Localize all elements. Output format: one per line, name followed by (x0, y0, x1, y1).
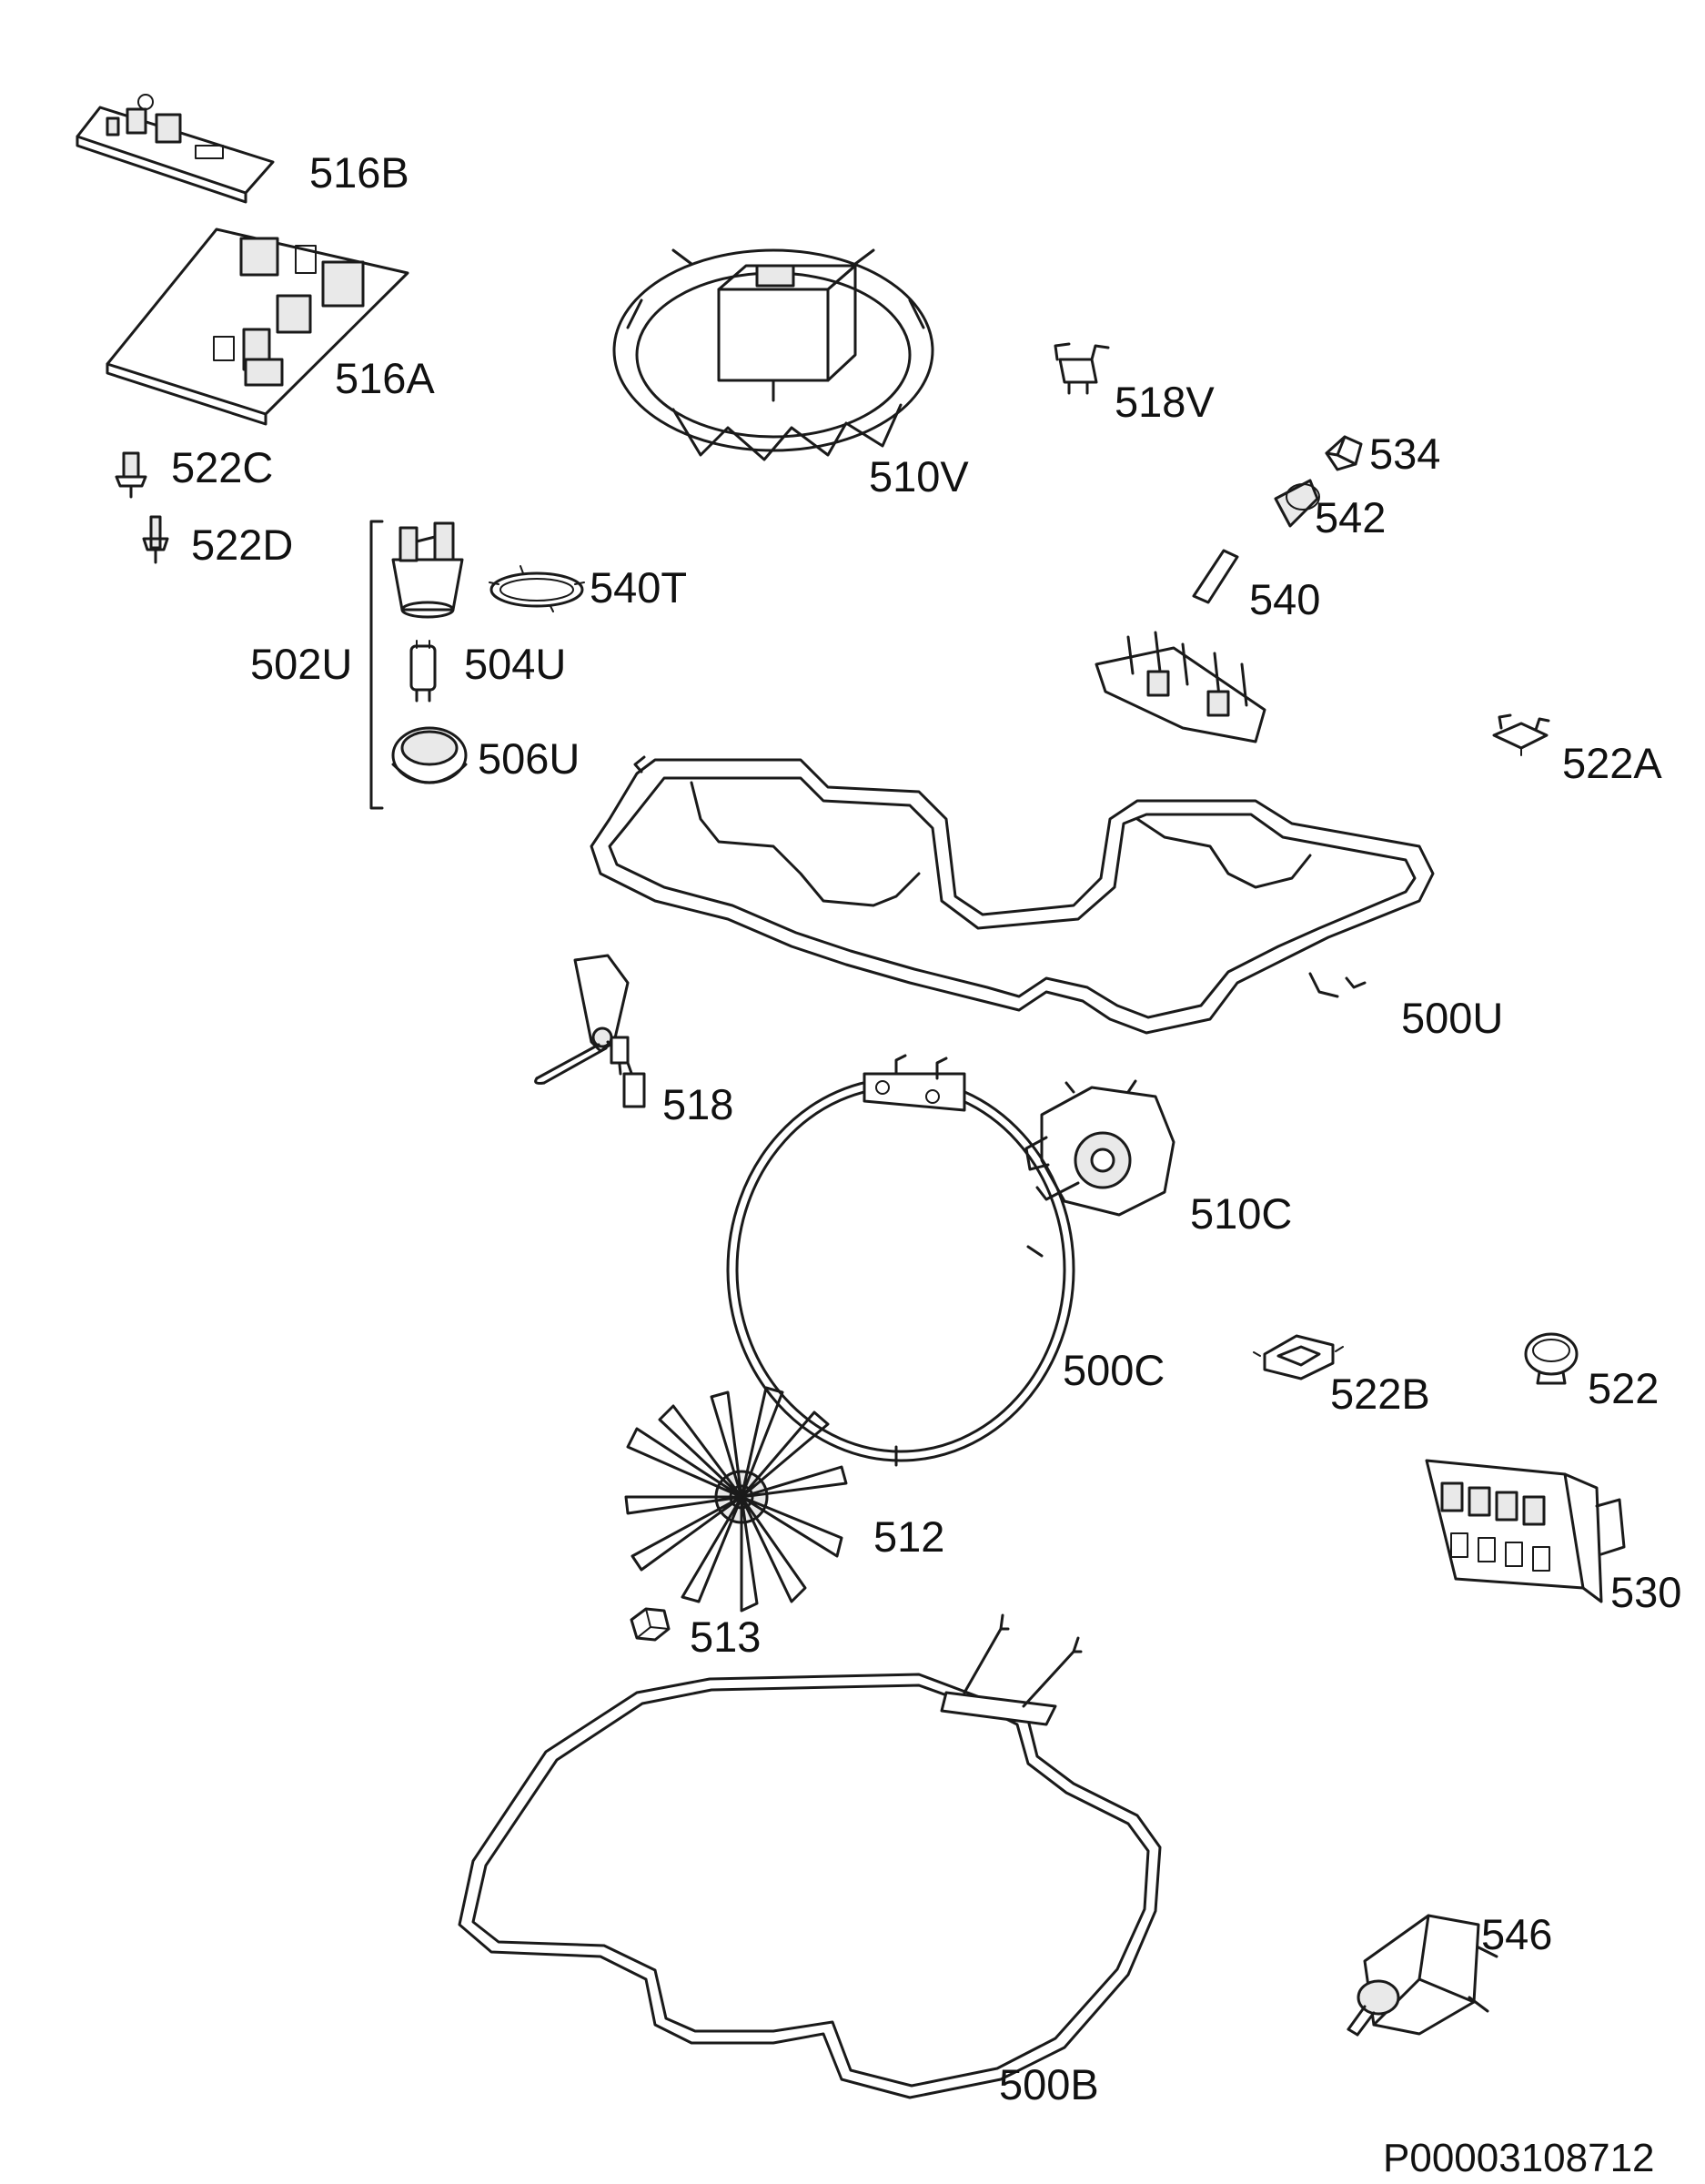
part-506u-lamp-glass[interactable] (391, 726, 468, 784)
part-522a-clip[interactable] (1492, 713, 1550, 756)
label-500u: 500U (1401, 994, 1503, 1042)
label-502u: 502U (250, 640, 352, 688)
label-510v: 510V (869, 452, 969, 500)
part-510c-fan-motor[interactable] (1024, 1079, 1175, 1217)
label-504u: 504U (464, 640, 566, 688)
part-522b-bracket[interactable] (1253, 1334, 1344, 1380)
part-510v-cooling-fan[interactable] (612, 248, 934, 461)
part-500b-bottom-element[interactable] (458, 1613, 1162, 2099)
part-540-cover[interactable] (1192, 549, 1239, 604)
part-500c-circular-element[interactable] (726, 1054, 1075, 1467)
label-513: 513 (690, 1613, 761, 1661)
label-540t: 540T (590, 563, 687, 612)
label-510c: 510C (1190, 1189, 1292, 1238)
label-516b: 516B (309, 148, 409, 197)
label-530: 530 (1610, 1568, 1681, 1616)
label-522b: 522B (1330, 1370, 1430, 1418)
part-522-clip[interactable] (1524, 1332, 1579, 1385)
part-512-fan-blade[interactable] (624, 1386, 848, 1613)
part-540t-gasket[interactable] (489, 565, 585, 612)
bracket-502u-group (369, 520, 384, 810)
label-546: 546 (1481, 1910, 1552, 1958)
label-500c: 500C (1063, 1346, 1165, 1394)
part-530-terminal-block[interactable] (1425, 1459, 1626, 1603)
part-534-cap[interactable] (1325, 435, 1363, 471)
part-516a-board[interactable] (106, 228, 409, 426)
part-513-nut[interactable] (630, 1607, 671, 1642)
part-522c-clip[interactable] (115, 451, 147, 499)
label-522a: 522A (1562, 739, 1662, 787)
label-534: 534 (1369, 430, 1440, 478)
drawing-code: P00003108712 (1383, 2136, 1655, 2180)
part-546-switch[interactable] (1347, 1914, 1498, 2037)
part-522d-clip[interactable] (142, 515, 169, 564)
label-540: 540 (1249, 575, 1320, 623)
label-500b: 500B (999, 2060, 1099, 2108)
part-502u-lamp-holder[interactable] (391, 521, 464, 619)
label-542: 542 (1315, 493, 1386, 541)
part-516b-board[interactable] (76, 94, 275, 204)
label-506u: 506U (478, 734, 580, 783)
label-522: 522 (1588, 1364, 1659, 1412)
label-522d: 522D (191, 521, 293, 569)
part-542-lens[interactable] (1274, 479, 1320, 528)
label-512: 512 (873, 1512, 944, 1561)
label-522c: 522C (171, 443, 273, 491)
part-500u-grill-element[interactable] (590, 631, 1435, 1035)
part-518-sensor[interactable] (534, 954, 646, 1108)
part-518v-clip[interactable] (1054, 342, 1110, 395)
label-518: 518 (662, 1080, 733, 1128)
part-504u-bulb[interactable] (409, 640, 437, 703)
label-518v: 518V (1115, 378, 1215, 426)
label-516a: 516A (335, 354, 435, 402)
